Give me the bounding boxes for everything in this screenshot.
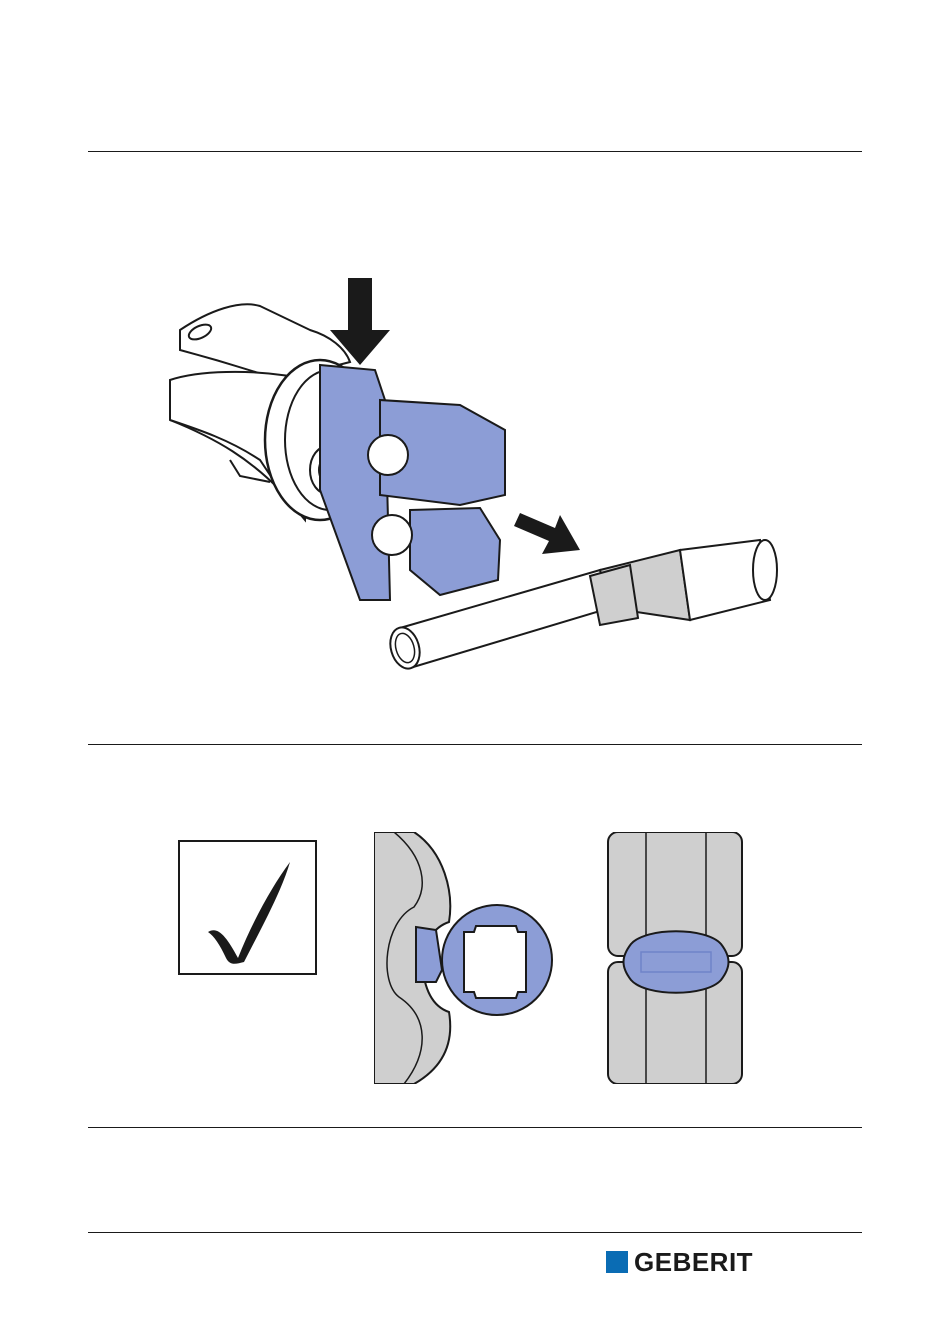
checkmark-icon [178,840,318,976]
separator-line [88,1232,862,1233]
separator-line [88,1127,862,1128]
jaw-on-press-ring-detail [374,832,554,1084]
geberit-logo: GEBERIT [606,1248,753,1276]
separator-line [88,151,862,152]
press-tool-illustration [160,270,800,700]
pressed-fitting-detail [606,832,746,1084]
separator-line [88,744,862,745]
brand-name: GEBERIT [634,1248,753,1276]
geberit-square-icon [606,1251,628,1273]
